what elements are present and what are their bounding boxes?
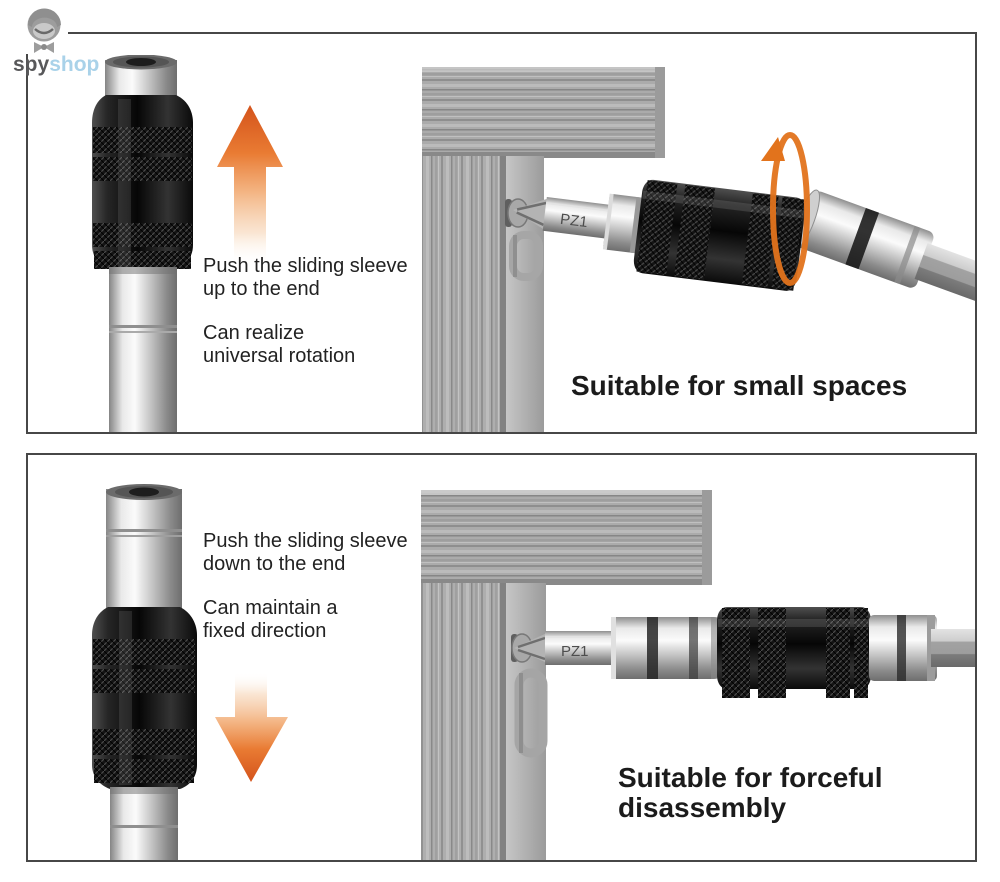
benefit-line: fixed direction — [203, 620, 327, 642]
forceful-disassembly-illustration: PZ1 — [421, 490, 975, 860]
caption-line: Suitable for forceful — [618, 762, 883, 793]
down-arrow-icon — [215, 672, 288, 782]
bit-holder-sleeve-down-photo — [92, 484, 197, 860]
annotation-top: Push the sliding sleeve up to the end Ca… — [203, 255, 408, 389]
spy-mascot-icon — [24, 4, 68, 54]
brand-prefix: spy — [13, 53, 50, 76]
swivel-rear-section — [793, 189, 975, 324]
up-arrow-icon — [217, 105, 283, 265]
driver-horizontal: PZ1 — [514, 607, 975, 698]
panel-sleeve-down: Push the sliding sleeve down to the end … — [26, 453, 977, 862]
panel-caption: Suitable for small spaces — [571, 371, 907, 401]
rotation-arrow-icon — [761, 132, 810, 286]
instruction-line: Push the sliding sleeve — [203, 255, 408, 277]
caption-line: disassembly — [618, 792, 787, 823]
panel-sleeve-up: Push the sliding sleeve up to the end Ca… — [26, 32, 977, 434]
caption-line: Suitable for small spaces — [571, 370, 908, 401]
benefit-line: universal rotation — [203, 345, 356, 367]
annotation-bottom: Push the sliding sleeve down to the end … — [203, 530, 408, 664]
logo: spyshop — [10, 4, 99, 76]
bit-size-label: PZ1 — [559, 211, 588, 231]
benefit-line: Can realize — [203, 322, 305, 344]
bit-size-label: PZ1 — [561, 643, 589, 660]
instruction-line: down to the end — [203, 553, 346, 575]
brand-suffix: shop — [49, 53, 100, 76]
instruction-line: up to the end — [203, 278, 320, 300]
benefit-line: Can maintain a — [203, 597, 338, 619]
panel-caption: Suitable for forceful disassembly — [618, 763, 882, 823]
instruction-line: Push the sliding sleeve — [203, 530, 408, 552]
driver-front-section: PZ1 — [513, 179, 806, 291]
brand-wordmark: spyshop — [13, 53, 99, 77]
bit-holder-sleeve-up-photo — [92, 55, 193, 432]
small-space-demo-illustration: PZ1 — [422, 67, 975, 432]
